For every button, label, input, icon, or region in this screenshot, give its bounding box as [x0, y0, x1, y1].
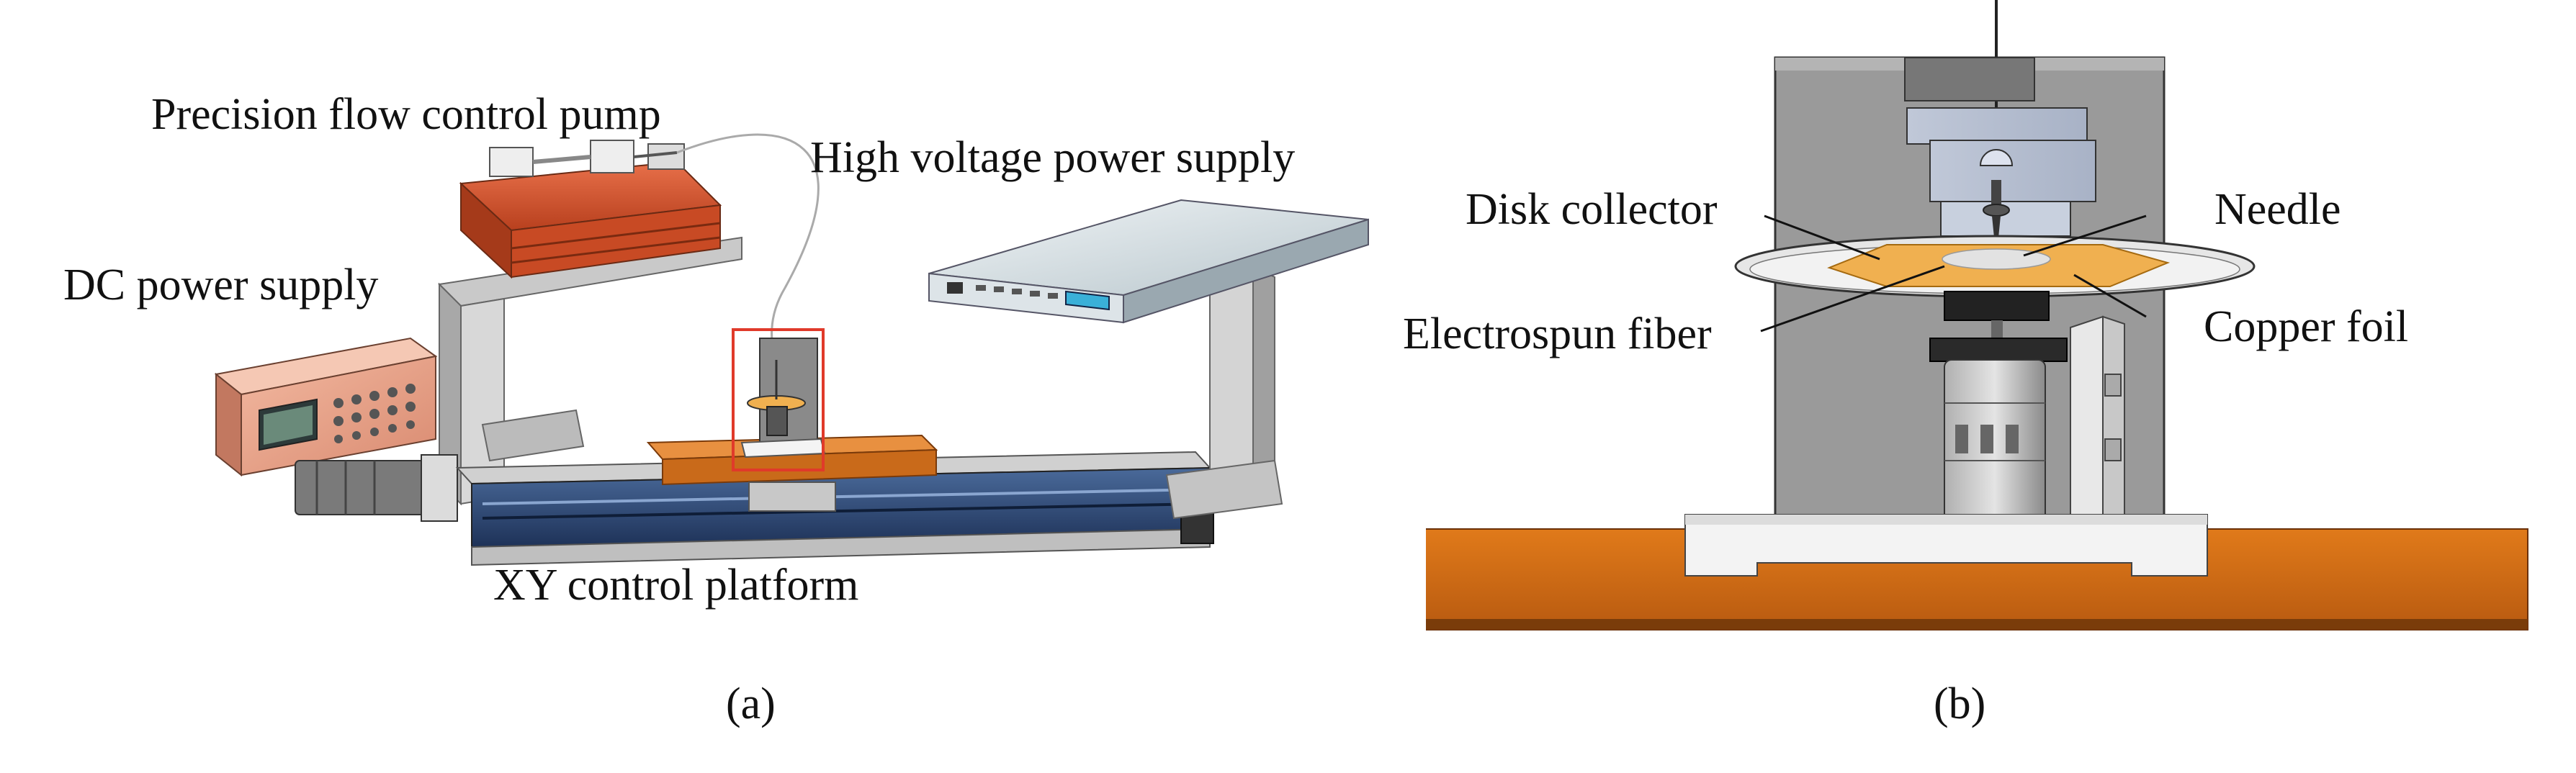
rail-motor — [295, 454, 458, 522]
precision-pump — [459, 140, 722, 279]
needle-holder — [1904, 57, 2096, 245]
label-hv: High voltage power supply — [810, 133, 1296, 182]
label-xy: XY control platform — [493, 561, 859, 610]
dc-power-supply — [214, 337, 438, 477]
xy-rail — [455, 451, 1214, 566]
hv-bracket — [1165, 265, 1283, 520]
caption-a: (a) — [726, 679, 776, 728]
highlight-box — [732, 328, 825, 471]
panel-b-drawing — [1426, 0, 2528, 630]
callout-lines — [1760, 214, 2147, 333]
panel-a-drawing — [214, 133, 1369, 566]
hv-power-supply — [928, 199, 1369, 324]
label-pump: Precision flow control pump — [151, 90, 661, 139]
label-disk: Disk collector — [1466, 185, 1718, 234]
label-fiber: Electrospun fiber — [1403, 309, 1712, 358]
disk-collector — [1734, 235, 2256, 298]
base-plate — [1684, 514, 2208, 577]
caption-b: (b) — [1934, 679, 1986, 728]
label-dc: DC power supply — [63, 261, 379, 309]
label-needle: Needle — [2214, 185, 2341, 234]
label-copper: Copper foil — [2204, 302, 2409, 351]
